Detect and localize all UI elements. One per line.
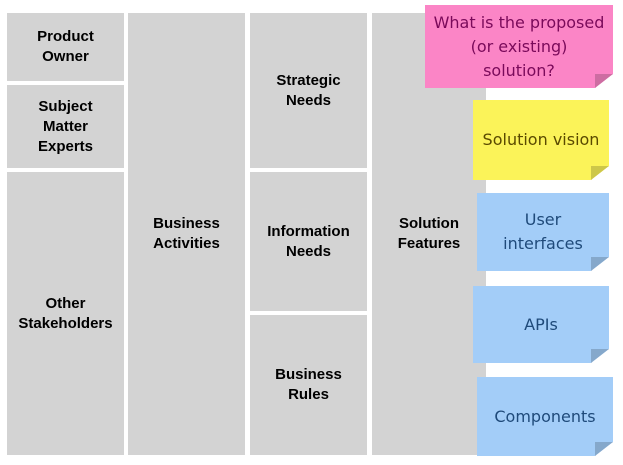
other-stakeholders-box: Other Stakeholders: [7, 172, 124, 455]
strategic-needs-box: Strategic Needs: [250, 13, 367, 168]
product-owner-label: Product Owner: [37, 28, 94, 65]
product-owner-box: Product Owner: [7, 13, 124, 81]
strategic-needs-label: Strategic Needs: [276, 71, 341, 109]
note-curl-icon: [595, 74, 613, 88]
user-interfaces-note-text: User interfaces: [503, 210, 583, 253]
apis-note: APIs: [473, 286, 609, 363]
business-rules-label: Business Rules: [275, 366, 342, 403]
user-interfaces-note: User interfaces: [477, 193, 609, 271]
proposed-solution-note: What is the proposed (or existing) solut…: [425, 5, 613, 88]
solution-vision-note-text: Solution vision: [482, 130, 600, 149]
components-note: Components: [477, 377, 613, 456]
solution-vision-note: Solution vision: [473, 100, 609, 180]
subject-matter-experts-box: Subject Matter Experts: [7, 85, 124, 168]
note-curl-icon: [591, 349, 609, 363]
business-rules-box: Business Rules: [250, 315, 367, 455]
business-activities-label: Business Activities: [153, 215, 220, 252]
business-activities-box: Business Activities: [128, 13, 245, 455]
note-curl-icon: [591, 257, 609, 271]
other-stakeholders-label: Other Stakeholders: [18, 294, 113, 332]
solution-features-label: Solution Features: [397, 215, 461, 252]
apis-note-text: APIs: [524, 314, 558, 334]
proposed-solution-note-text: What is the proposed (or existing) solut…: [433, 12, 605, 80]
information-needs-label: Information Needs: [267, 222, 350, 260]
note-curl-icon: [595, 442, 613, 456]
components-note-text: Components: [494, 406, 596, 426]
information-needs-box: Information Needs: [250, 172, 367, 311]
subject-matter-experts-label: Subject Matter Experts: [37, 97, 94, 155]
note-curl-icon: [591, 166, 609, 180]
